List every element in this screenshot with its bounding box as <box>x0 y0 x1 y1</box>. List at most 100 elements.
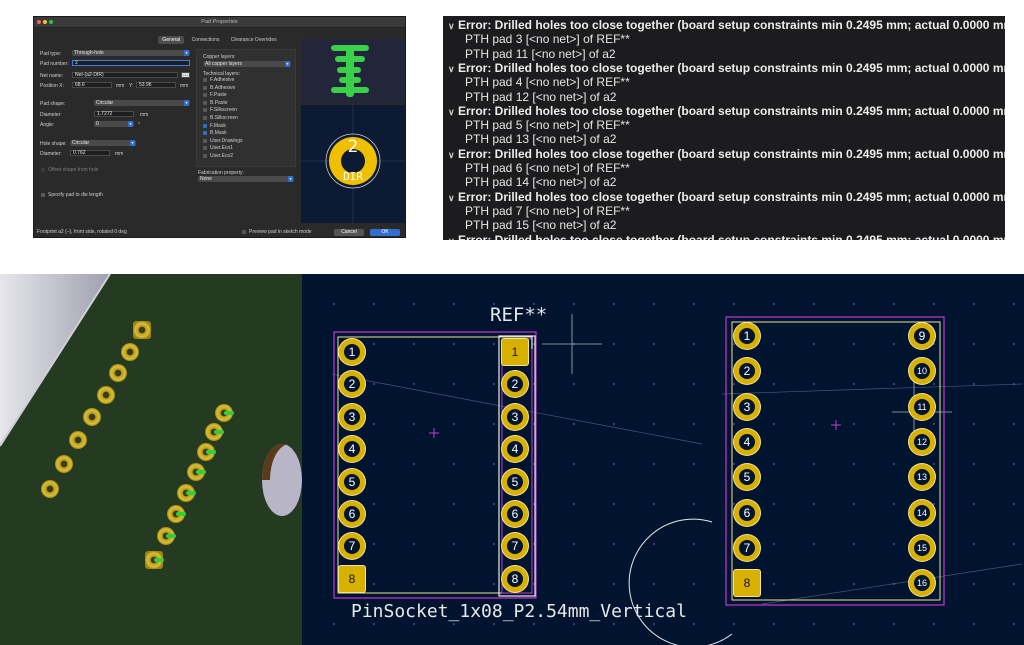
pad-ring-3d <box>97 386 115 404</box>
pcb-pad[interactable]: 6 <box>502 501 528 527</box>
pad-shape-select[interactable]: Circular ▾ <box>94 100 190 106</box>
hole-shape-select[interactable]: Circular ▾ <box>70 140 136 146</box>
layer-checkbox[interactable] <box>203 78 207 82</box>
drc-error-row[interactable]: ∨Error: Drilled holes too close together… <box>448 18 1005 32</box>
chevron-down-icon[interactable]: ∨ <box>448 106 455 117</box>
net-selector-button[interactable]: … <box>181 72 190 78</box>
drc-detail-row[interactable]: PTH pad 12 [<no net>] of a2 <box>465 89 617 104</box>
drc-error-row[interactable]: ∨Error: Drilled holes too close together… <box>448 61 1005 75</box>
pcb-pad[interactable]: 13 <box>909 464 935 491</box>
pcb-pad[interactable]: 5 <box>502 468 528 495</box>
pcb-pad[interactable]: 1 <box>339 339 365 365</box>
sketch-mode-checkbox[interactable] <box>242 230 246 234</box>
layer-checkbox[interactable] <box>203 131 207 136</box>
pcb-pad[interactable]: 2 <box>339 371 365 398</box>
pcb-pad[interactable]: 10 <box>909 358 935 385</box>
3d-viewer[interactable] <box>0 274 302 645</box>
drc-error-row[interactable]: ∨Error: Drilled holes too close together… <box>448 104 1005 118</box>
ref-designator[interactable]: REF** <box>490 304 548 326</box>
pcb-pad[interactable]: 8 <box>502 565 528 592</box>
layer-checkbox[interactable] <box>203 146 207 151</box>
tab-connections[interactable]: Connections <box>191 37 220 43</box>
layer-checkbox[interactable] <box>203 138 207 143</box>
pcb-pad[interactable]: 3 <box>734 393 760 420</box>
pcb-pad[interactable]: 8 <box>339 565 365 592</box>
chevron-down-icon[interactable]: ∨ <box>448 149 455 160</box>
chevron-down-icon[interactable]: ∨ <box>448 63 455 74</box>
net-name-input[interactable]: Net-(a2-DIR) <box>72 72 178 78</box>
drc-detail-row[interactable]: PTH pad 5 [<no net>] of REF** <box>465 118 630 133</box>
position-x-input[interactable]: 68.6 <box>72 82 112 88</box>
drc-error-row[interactable]: ∨Error: Drilled holes too close together… <box>448 233 1005 241</box>
layer-checkbox[interactable] <box>203 93 207 98</box>
copper-layers-select[interactable]: All copper layers ▾ <box>203 61 291 67</box>
tab-general[interactable]: General <box>158 36 185 44</box>
pcb-pad[interactable]: 5 <box>734 464 760 491</box>
pcb-pad[interactable]: 7 <box>502 533 528 560</box>
layer-checkbox[interactable] <box>203 116 207 120</box>
chevron-down-icon[interactable]: ∨ <box>448 192 455 203</box>
layer-checkbox[interactable] <box>203 154 207 158</box>
drc-detail-row[interactable]: PTH pad 14 [<no net>] of a2 <box>465 175 617 190</box>
close-window-icon[interactable] <box>37 20 41 24</box>
zoom-window-icon[interactable] <box>49 20 53 24</box>
cancel-button[interactable]: Cancel <box>334 229 364 236</box>
pcb-pad[interactable]: 6 <box>339 501 365 527</box>
offset-shape-checkbox[interactable] <box>41 168 45 172</box>
pcb-pad[interactable]: 7 <box>339 533 365 560</box>
layer-checkbox[interactable] <box>203 85 207 90</box>
pcb-pad[interactable]: 16 <box>909 570 935 597</box>
drc-detail-row[interactable]: PTH pad 6 [<no net>] of REF** <box>465 161 630 175</box>
pad-number-label: 8 <box>739 575 755 592</box>
drc-detail-row[interactable]: PTH pad 7 [<no net>] of REF** <box>465 203 630 218</box>
drc-error-row[interactable]: ∨Error: Drilled holes too close together… <box>448 190 1005 204</box>
chevron-down-icon[interactable]: ∨ <box>448 21 455 31</box>
hole-diameter-input[interactable]: 0.762 <box>70 150 110 156</box>
pad-number-label: 6 <box>344 506 360 522</box>
pcb-pad[interactable]: 2 <box>502 371 528 398</box>
diameter-input[interactable]: 1.7272 <box>94 111 134 117</box>
drc-detail-row[interactable]: PTH pad 4 [<no net>] of REF** <box>465 75 630 90</box>
pcb-pad[interactable]: 5 <box>339 468 365 495</box>
drc-detail-row[interactable]: PTH pad 11 [<no net>] of a2 <box>465 46 616 61</box>
footprint-name[interactable]: PinSocket_1x08_P2.54mm_Vertical <box>351 601 687 622</box>
layer-checkbox[interactable] <box>203 108 207 113</box>
minimize-window-icon[interactable] <box>43 20 47 24</box>
angle-select[interactable]: 0 ▾ <box>94 121 134 127</box>
pcb-pad[interactable]: 1 <box>502 339 528 365</box>
drc-detail-row[interactable]: PTH pad 15 [<no net>] of a2 <box>465 218 617 233</box>
layer-checkbox[interactable] <box>203 123 207 128</box>
tab-clearance-overrides[interactable]: Clearance Overrides <box>230 37 277 43</box>
pcb-pad[interactable]: 3 <box>502 403 528 430</box>
fabrication-label: Fabrication property: <box>198 170 244 176</box>
pad-ring-3d <box>133 321 151 339</box>
pcb-pad[interactable]: 11 <box>909 393 935 420</box>
pcb-pad[interactable]: 2 <box>734 358 760 385</box>
chevron-down-icon[interactable]: ∨ <box>448 236 458 241</box>
drc-error-row[interactable]: ∨Error: Drilled holes too close together… <box>448 147 1005 161</box>
drc-detail-row[interactable]: PTH pad 13 [<no net>] of a2 <box>465 132 617 147</box>
pcb-pad[interactable]: 4 <box>502 436 528 463</box>
pcb-pad[interactable]: 3 <box>339 403 365 430</box>
pcb-pad[interactable]: 12 <box>909 428 935 455</box>
position-y-input[interactable]: 53.96 <box>136 82 176 88</box>
layer-checkbox[interactable] <box>203 100 207 105</box>
net-name-label: Net name: <box>40 73 64 79</box>
pcb-pad[interactable]: 8 <box>734 570 760 597</box>
drc-detail-row[interactable]: PTH pad 3 [<no net>] of REF** <box>465 32 630 47</box>
pad-number-input[interactable]: 2 <box>72 60 190 66</box>
pcb-pad[interactable]: 15 <box>909 534 935 561</box>
pcb-pad[interactable]: 14 <box>909 499 935 526</box>
pcb-pad[interactable]: 4 <box>339 436 365 463</box>
drc-error-text: Error: Drilled holes too close together … <box>458 60 1005 75</box>
die-length-checkbox[interactable] <box>41 193 45 197</box>
pcb-pad[interactable]: 6 <box>734 499 760 526</box>
ok-button[interactable]: OK <box>370 229 400 236</box>
pad-type-select[interactable]: Through-hole ▾ <box>72 50 190 56</box>
pcb-pad[interactable]: 4 <box>734 428 760 455</box>
pcb-pad[interactable]: 7 <box>734 534 760 561</box>
pcb-pad[interactable]: 9 <box>909 323 935 349</box>
fabrication-select[interactable]: None ▾ <box>198 176 294 182</box>
pcb-pad[interactable]: 1 <box>734 323 760 349</box>
